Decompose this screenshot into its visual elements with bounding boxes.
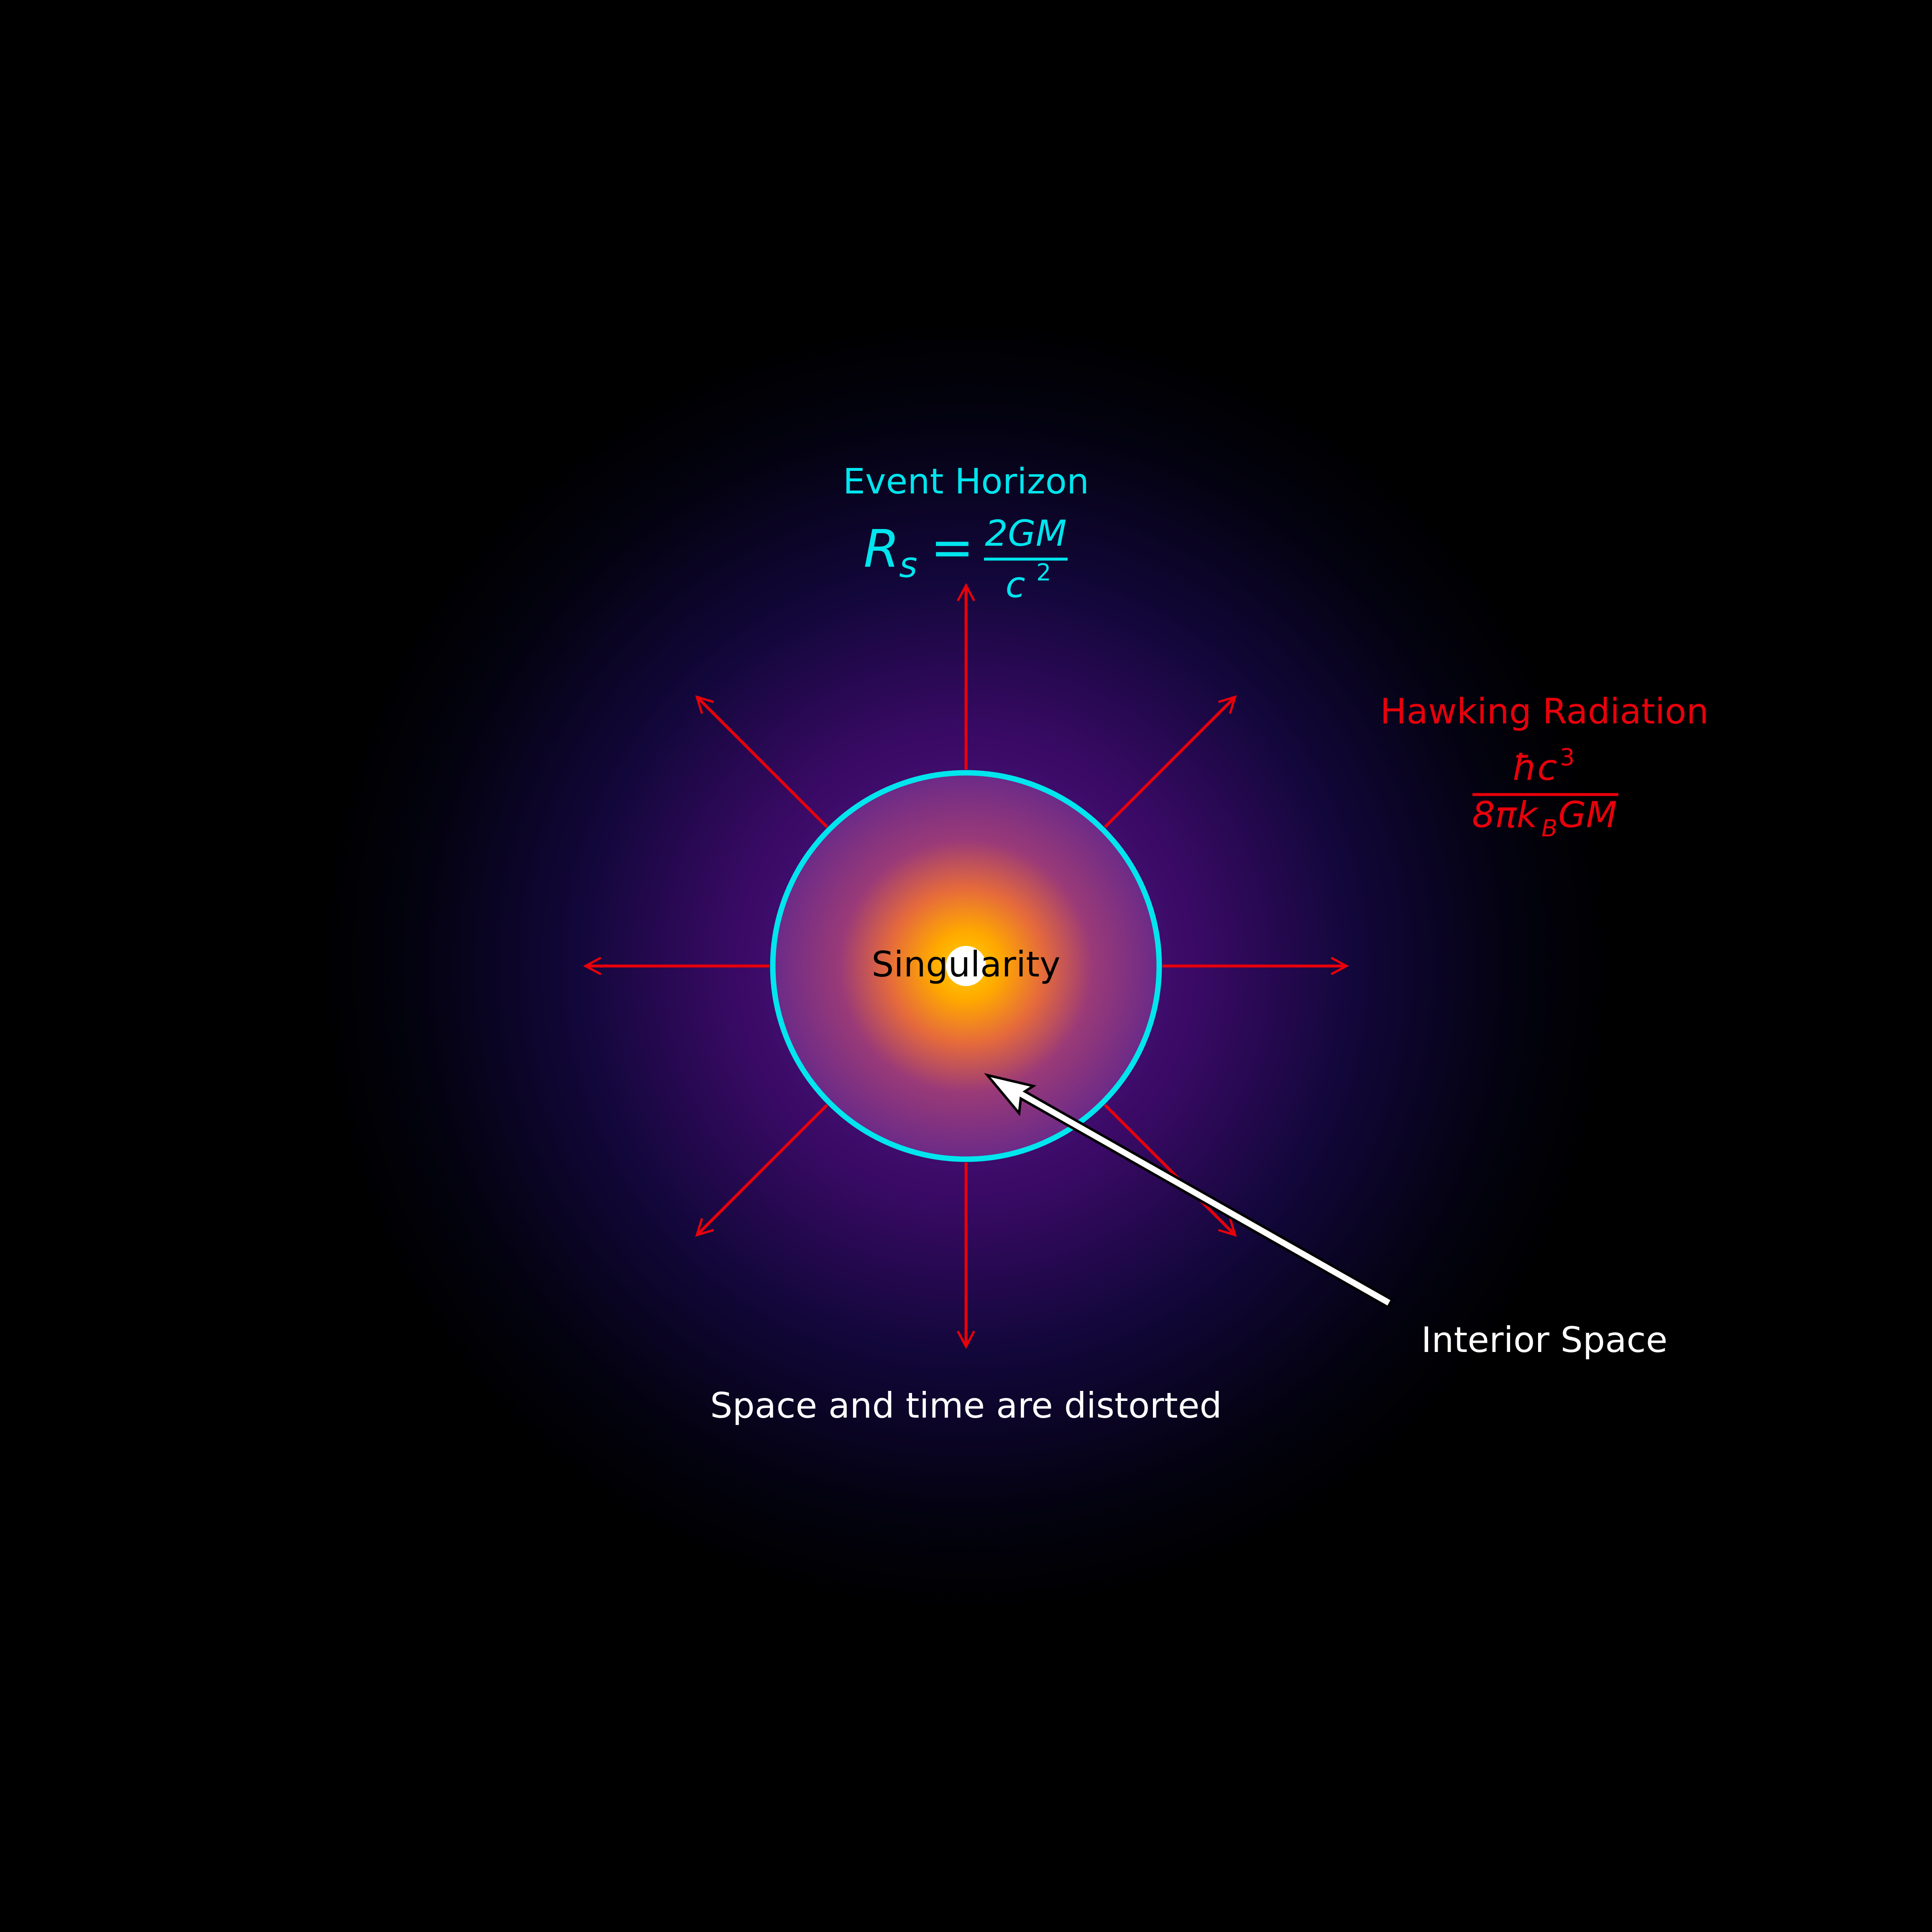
svg-text:GM: GM: [1558, 794, 1617, 836]
schwarzschild-radius-formula: R s = 2GM c 2: [864, 513, 1068, 606]
hawking-temperature-formula: ħc 3 8πk B GM: [1472, 744, 1618, 842]
svg-text:s: s: [899, 544, 917, 585]
svg-text:8πk: 8πk: [1472, 794, 1538, 836]
svg-text:3: 3: [1560, 744, 1575, 771]
event-horizon-ring: [770, 770, 1162, 1162]
svg-text:B: B: [1541, 815, 1557, 842]
event-horizon-title: Event Horizon: [843, 461, 1089, 502]
hawking-radiation-arrows: [583, 583, 1349, 1349]
svg-text:2GM: 2GM: [985, 513, 1067, 555]
svg-text:R: R: [864, 519, 900, 579]
arrow-outward-icon: [695, 695, 828, 828]
arrow-outward-icon: [1104, 695, 1237, 828]
svg-text:=: =: [930, 518, 974, 578]
pointer-arrow-icon: [984, 1073, 1394, 1309]
interior-space-label: Interior Space: [1421, 1319, 1667, 1360]
svg-text:ħc: ħc: [1512, 747, 1557, 789]
svg-text:c: c: [1005, 564, 1025, 606]
svg-text:2: 2: [1036, 559, 1051, 586]
hawking-radiation-title: Hawking Radiation: [1380, 691, 1709, 732]
arrow-outward-icon: [695, 1104, 828, 1237]
arrow-outward-icon: [1104, 1104, 1237, 1237]
distortion-caption: Space and time are distorted: [710, 1385, 1222, 1426]
singularity-label: Singularity: [871, 944, 1061, 985]
singularity-point: [946, 946, 986, 986]
